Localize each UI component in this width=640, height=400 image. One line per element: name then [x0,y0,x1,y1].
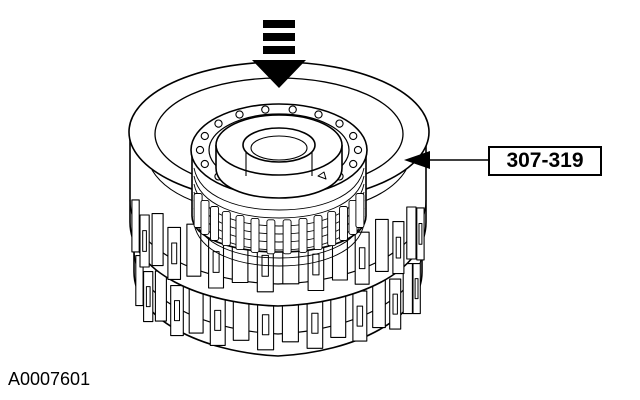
plate-notch [235,215,245,251]
tooth-slot [145,286,151,308]
tooth-slot [212,251,220,273]
plate-notch [250,217,260,253]
tooth-slot [392,293,398,315]
tooth-slot [261,314,270,336]
tooth-slot [311,312,319,334]
left-arrow-icon [404,151,488,169]
plate-edge [193,175,365,219]
plate-hole [200,131,209,141]
drum-tooth [131,199,140,253]
tool-number-label: 307-319 [488,146,602,176]
tooth-slot [214,309,222,331]
plate-notch [339,206,348,241]
plate-hole [314,110,323,119]
tooth-slot [142,230,147,252]
lower-drum-teeth [135,255,421,351]
plate-notch [313,215,323,251]
plate-hole [349,131,358,141]
tooth-slot [418,223,423,245]
plate-notch [200,199,210,235]
plate-edge [193,223,365,267]
drum-tooth [402,263,413,315]
plate-hole [200,159,209,169]
plate-hole [349,159,358,169]
tooth-slot [356,305,364,327]
drum-tooth [154,270,167,322]
tooth-slot [395,236,402,259]
tooth-slot [358,247,366,270]
plate-notch [266,219,276,255]
down-arrow-icon [252,20,306,88]
plate-hole [353,145,363,155]
tooth-slot [414,278,419,300]
plate-notch [221,211,231,247]
plate-notch [355,193,365,228]
plate-hole [335,119,344,128]
drum-tooth [186,223,202,277]
clutch-hub [215,114,343,199]
drum-tooth [406,206,417,260]
plate-notch [298,217,308,253]
plate-notches [193,193,365,255]
plate-edge [193,167,365,211]
plate-notch [327,211,337,247]
plate-edge [193,215,365,259]
tooth-slot [174,300,180,322]
tooth-slot [312,253,320,276]
drum-tooth [375,218,389,272]
plate-hole [195,145,205,155]
plate-hole [235,110,244,119]
plate-hole [214,119,223,128]
drum-tooth [151,213,164,267]
figure-id: A0007601 [8,369,91,389]
plate-hole [288,105,297,114]
plate-notch [282,219,292,255]
plate-notch [210,206,219,241]
tooth-slot [171,242,178,265]
plate-hole [261,105,270,114]
